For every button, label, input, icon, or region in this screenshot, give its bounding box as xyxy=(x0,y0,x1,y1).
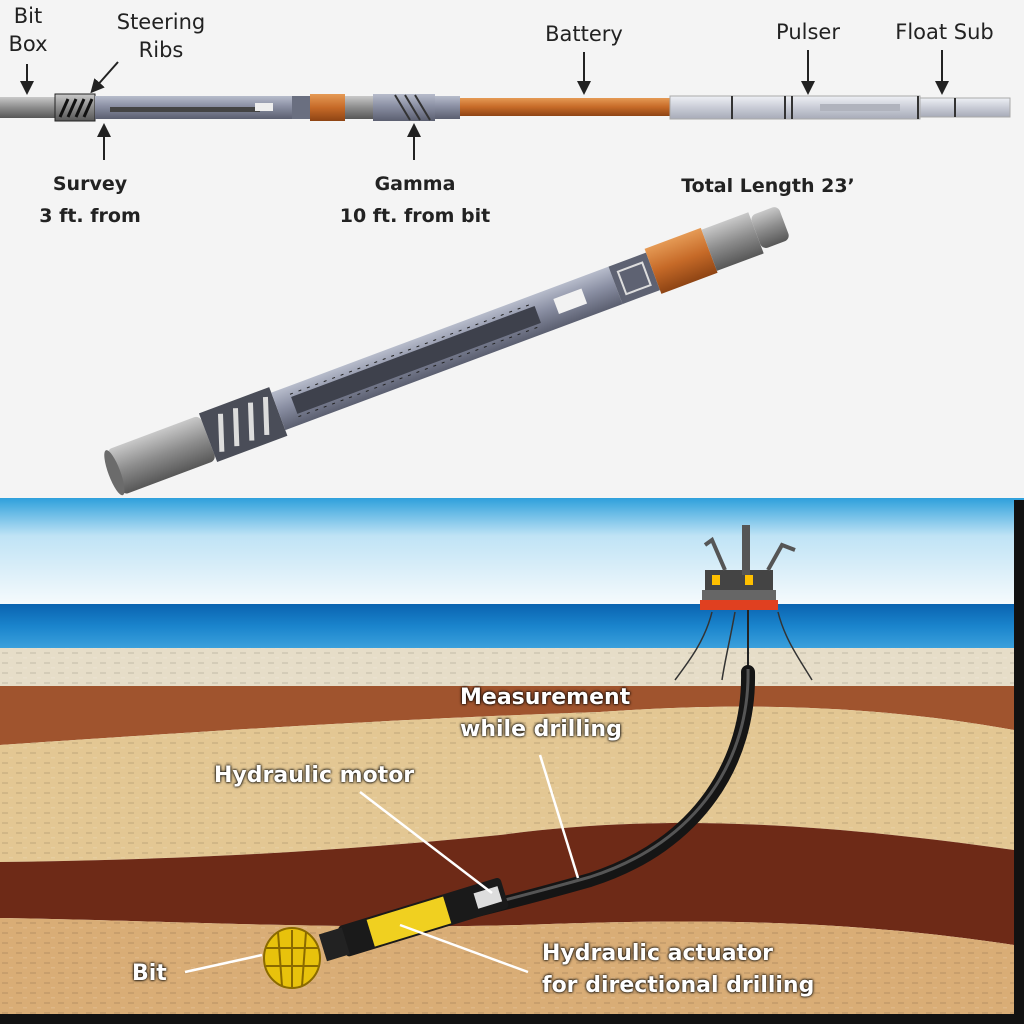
tool-assembly xyxy=(0,93,1011,122)
label-mwd: Measurement while drilling xyxy=(460,682,630,746)
label-bit-box-line2: Box xyxy=(8,32,48,56)
label-gamma-line2: 10 ft. from bit xyxy=(339,205,491,227)
label-bit-box: Bit Box xyxy=(5,2,51,58)
label-survey-line1: Survey xyxy=(52,173,128,195)
label-mwd-line2: while drilling xyxy=(460,717,622,742)
drill-bit xyxy=(263,927,321,989)
label-hydraulic-motor: Hydraulic motor xyxy=(214,763,415,788)
label-battery: Battery xyxy=(545,22,623,46)
label-pulser: Pulser xyxy=(776,20,840,44)
label-bit-box-line1: Bit xyxy=(13,4,43,28)
tool-3d-render xyxy=(104,207,789,496)
label-mwd-line1: Measurement xyxy=(460,685,631,710)
label-hydraulic-actuator-line2: for directional drilling xyxy=(542,973,815,998)
drilling-rig xyxy=(700,525,796,672)
label-total-length: Total Length 23’ xyxy=(681,175,855,197)
callout-arrows xyxy=(20,50,949,160)
label-float-sub: Float Sub xyxy=(895,20,994,44)
label-steering-ribs-line1: Steering xyxy=(116,10,206,34)
label-survey: Survey 3 ft. from xyxy=(20,168,160,232)
label-gamma-line1: Gamma xyxy=(374,173,456,195)
label-hydraulic-actuator: Hydraulic actuator for directional drill… xyxy=(542,938,814,1002)
label-hydraulic-actuator-line1: Hydraulic actuator xyxy=(542,941,774,966)
label-gamma: Gamma 10 ft. from bit xyxy=(330,168,500,232)
label-survey-line2: 3 ft. from xyxy=(39,205,141,227)
label-steering-ribs: Steering Ribs xyxy=(108,8,214,64)
label-bit: Bit xyxy=(132,961,167,986)
offshore-scene xyxy=(0,498,1024,1024)
label-steering-ribs-line2: Ribs xyxy=(138,38,184,62)
